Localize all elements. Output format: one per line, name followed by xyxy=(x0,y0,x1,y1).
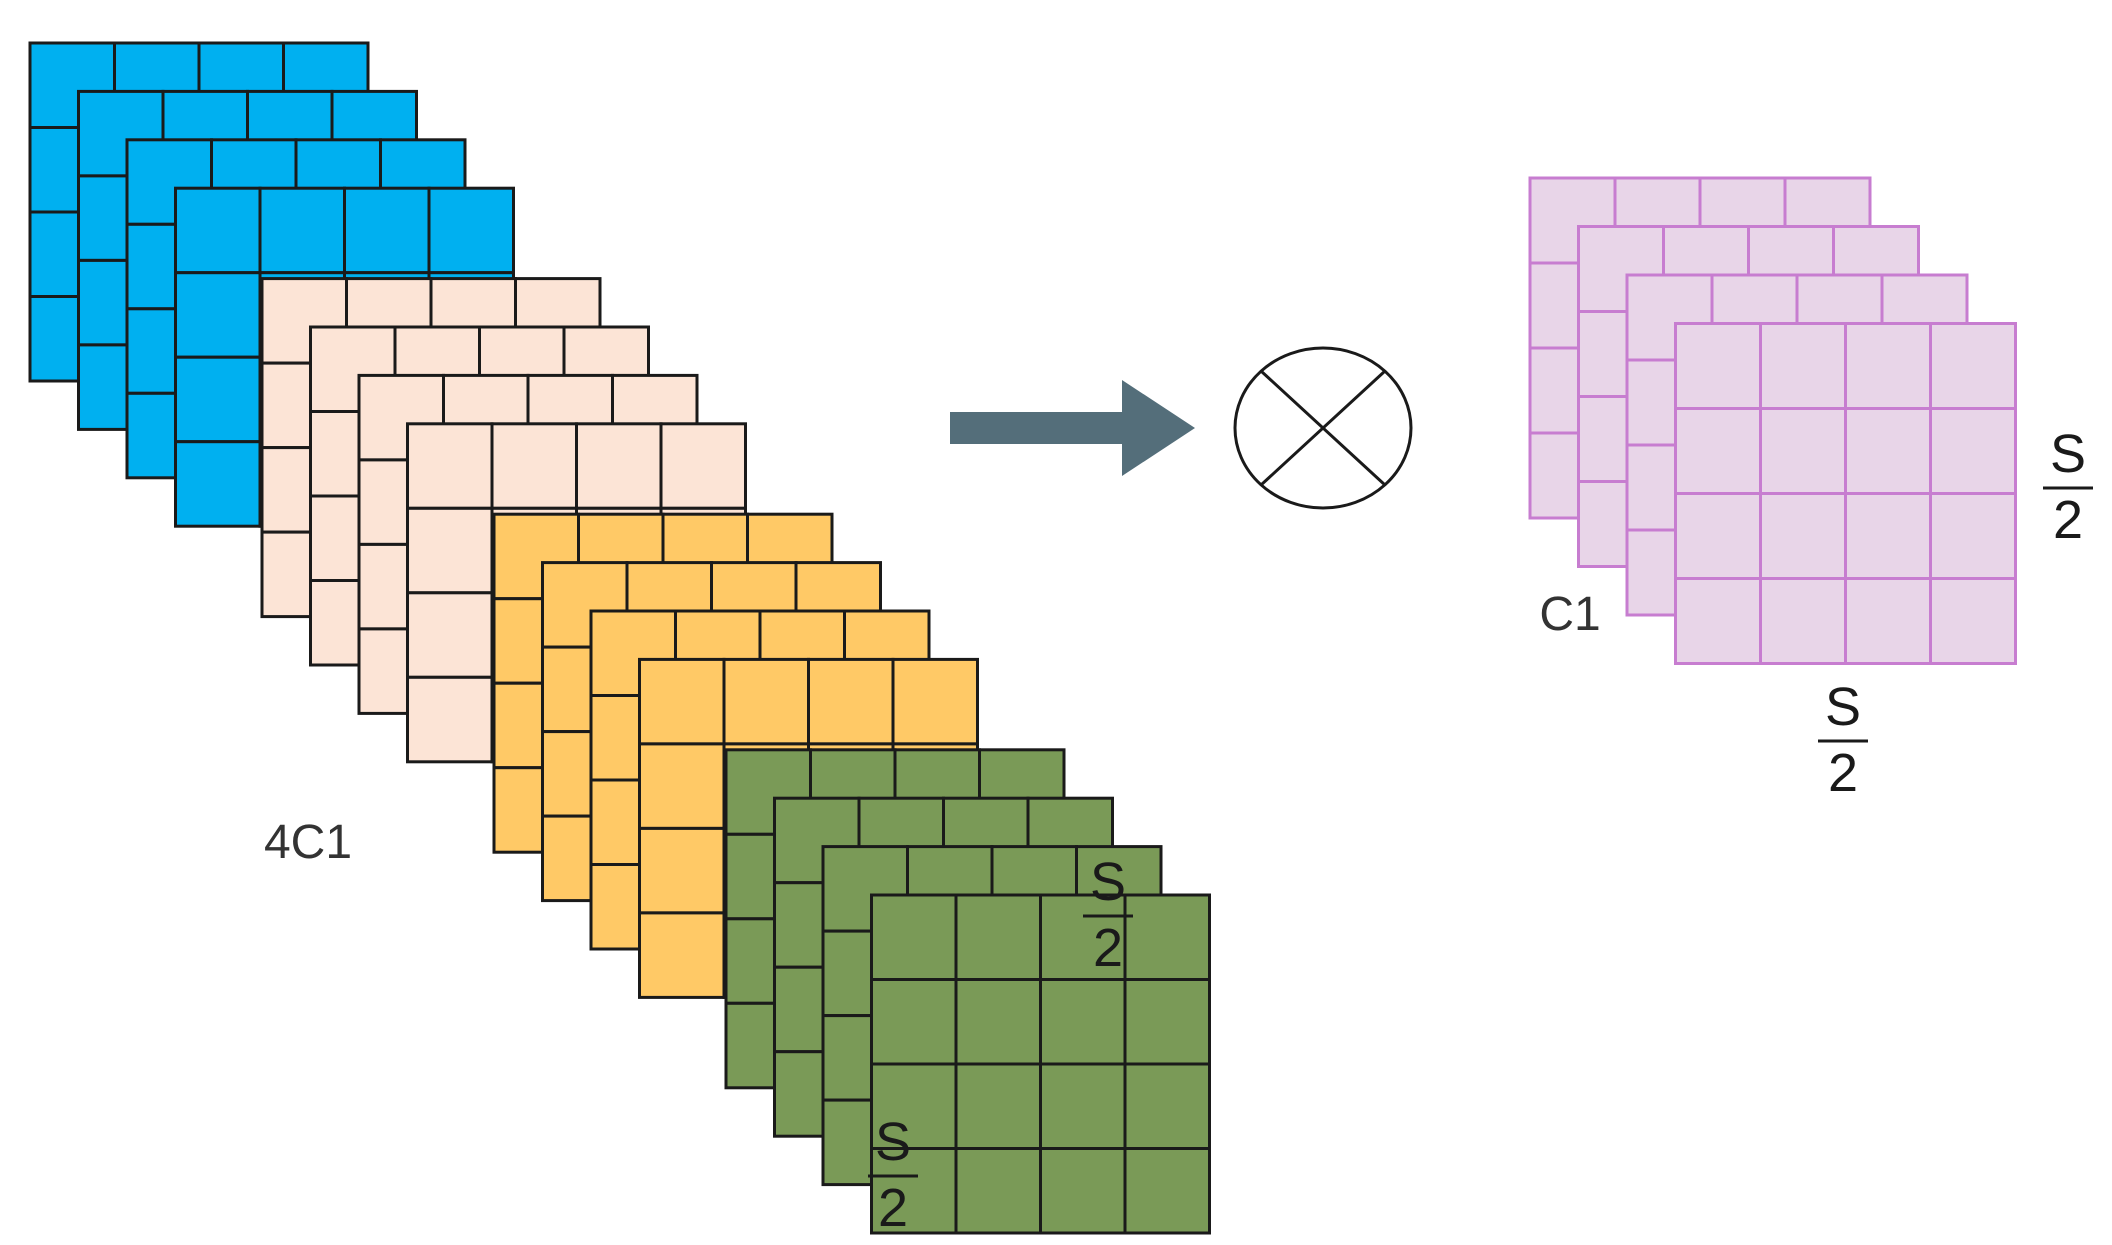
feature-cell xyxy=(722,657,810,746)
feature-cell xyxy=(1674,492,1762,580)
feature-cell xyxy=(174,440,262,528)
feature-cell xyxy=(638,826,726,915)
feature-cell xyxy=(406,675,494,764)
input-width-denominator: 2 xyxy=(878,1178,908,1238)
feature-cell xyxy=(1844,492,1932,580)
feature-cell xyxy=(1123,1062,1211,1150)
input-height-fraction: S 2 xyxy=(1083,852,1133,978)
feature-cell xyxy=(1674,577,1762,665)
feature-cell xyxy=(870,893,958,981)
input-width-fraction: S 2 xyxy=(868,1112,918,1238)
feature-cell xyxy=(1844,577,1932,665)
output-height-fraction: S 2 xyxy=(2043,424,2093,550)
feature-cell xyxy=(1123,978,1211,1066)
feature-cell xyxy=(1759,322,1847,410)
feature-cell xyxy=(174,186,262,275)
output-width-denominator: 2 xyxy=(1828,743,1858,803)
feature-cell xyxy=(1759,407,1847,495)
input-channels-label: 4C1 xyxy=(264,816,352,869)
input-height-numerator: S xyxy=(1090,852,1126,912)
feature-cell xyxy=(406,422,494,510)
feature-cell xyxy=(490,422,578,510)
output-channels-label: C1 xyxy=(1539,588,1600,641)
feature-cell xyxy=(1929,492,2017,580)
feature-cell xyxy=(575,422,663,510)
output-height-denominator: 2 xyxy=(2053,490,2083,550)
feature-cell xyxy=(954,893,1042,981)
feature-cell xyxy=(1759,577,1847,665)
feature-cell xyxy=(174,355,262,444)
feature-cell xyxy=(1123,1147,1211,1235)
feature-cell xyxy=(1844,407,1932,495)
feature-cell xyxy=(954,978,1042,1066)
input-feature-stack xyxy=(28,41,1211,1235)
output-feature-stack xyxy=(1528,176,2017,665)
feature-cell xyxy=(1674,322,1762,410)
feature-cell xyxy=(638,657,726,746)
feature-cell xyxy=(427,186,515,275)
feature-cell xyxy=(954,1062,1042,1150)
feature-cell xyxy=(174,271,262,359)
feature-cell xyxy=(954,1147,1042,1235)
feature-cell xyxy=(870,978,958,1066)
feature-cell xyxy=(406,506,494,595)
feature-cell xyxy=(343,186,431,275)
feature-cell xyxy=(1929,577,2017,665)
feature-cell xyxy=(870,1147,958,1235)
feature-cell xyxy=(28,41,116,129)
feature-cell xyxy=(1929,407,2017,495)
feature-cell xyxy=(406,591,494,679)
output-width-numerator: S xyxy=(1825,677,1861,737)
feature-cell xyxy=(638,911,726,999)
feature-cell xyxy=(258,186,346,275)
feature-cell xyxy=(807,657,895,746)
right-arrow-icon xyxy=(950,380,1195,476)
input-layer-green xyxy=(870,893,1211,1235)
feature-cell xyxy=(659,422,747,510)
output-layer xyxy=(1674,322,2017,665)
output-width-fraction: S 2 xyxy=(1818,677,1868,803)
input-height-denominator: 2 xyxy=(1093,918,1123,978)
feature-cell xyxy=(1039,978,1127,1066)
feature-cell xyxy=(1759,492,1847,580)
feature-cell xyxy=(638,742,726,830)
feature-cell xyxy=(1674,407,1762,495)
input-width-numerator: S xyxy=(875,1112,911,1172)
feature-cell xyxy=(1929,322,2017,410)
circled-times-icon xyxy=(1233,346,1413,510)
feature-cell xyxy=(1844,322,1932,410)
output-height-numerator: S xyxy=(2050,424,2086,484)
feature-cell xyxy=(891,657,979,746)
feature-cell xyxy=(1123,893,1211,981)
feature-cell xyxy=(1039,1147,1127,1235)
feature-cell xyxy=(1039,1062,1127,1150)
